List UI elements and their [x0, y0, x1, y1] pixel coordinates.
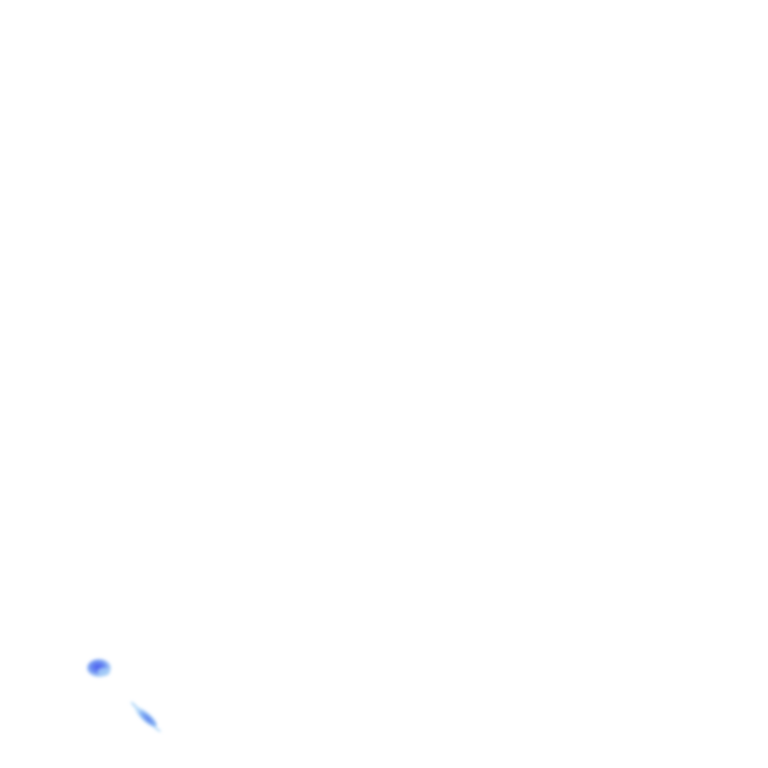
round-blob [87, 659, 111, 677]
elongated-blob [130, 701, 162, 733]
